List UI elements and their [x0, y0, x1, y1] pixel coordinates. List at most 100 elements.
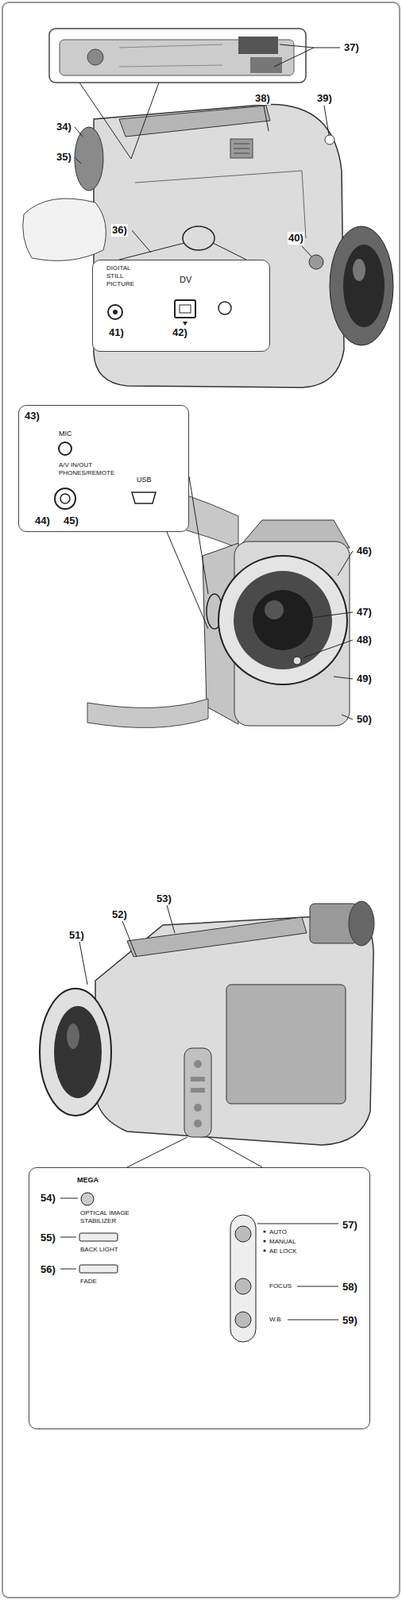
button-symbols-part — [257, 1224, 339, 1321]
terminal-symbols-part — [60, 494, 70, 504]
camcorder-rear-view-part — [329, 226, 394, 346]
callout-number: 42) — [172, 326, 188, 340]
camcorder-side-view-part — [66, 1024, 80, 1050]
callout-number: 50) — [355, 713, 373, 727]
camcorder-front-view-part — [252, 590, 314, 651]
camcorder-side-view-part — [226, 985, 346, 1105]
callout-number: 59) — [342, 1314, 358, 1328]
camcorder-rear-view-part — [79, 82, 159, 159]
camcorder-rear-view-part — [74, 105, 329, 257]
button-symbols-part — [79, 1233, 118, 1242]
button-label: FOCUS — [269, 1283, 292, 1292]
button-label: OPTICAL IMAGE STABILIZER — [80, 1209, 136, 1226]
camcorder-side-view-part — [348, 901, 375, 947]
camcorder-side-view-part — [127, 917, 307, 958]
camcorder-side-view-part — [184, 1048, 212, 1138]
camcorder-rear-view-part — [119, 105, 271, 137]
terminal-symbols-part — [112, 309, 118, 315]
terminal-symbols-part — [54, 488, 76, 510]
button-symbols-part — [235, 1312, 252, 1329]
callout-number: 54) — [40, 1192, 56, 1206]
terminal-symbols-part — [218, 301, 232, 315]
button-label: FADE — [80, 1278, 97, 1287]
port-label: MIC — [58, 429, 73, 439]
camcorder-rear-view-part — [233, 143, 250, 154]
button-symbols-part — [79, 1265, 118, 1274]
camcorder-rear-view-part — [230, 139, 253, 159]
camcorder-rear-view-part — [182, 226, 215, 251]
inset-grounds-part — [18, 405, 190, 533]
top-detail-inset-part — [274, 44, 341, 67]
button-label: BACK LIGHT — [80, 1246, 119, 1255]
camcorder-side-view-part — [54, 1006, 102, 1099]
callout-number: 39) — [316, 92, 333, 105]
button-symbols-part — [60, 1198, 78, 1270]
button-symbols-part — [262, 1249, 266, 1253]
button-symbols-part — [262, 1240, 266, 1243]
terminal-symbols-part — [108, 305, 123, 320]
port-label: USB — [136, 475, 152, 485]
inset-box: MEGA 54) OPTICAL IMAGE STABILIZER 55) BACK L… — [28, 1167, 371, 1431]
callout-number: 52) — [111, 908, 128, 922]
top-detail-inset-part — [87, 49, 104, 66]
callout-number: 58) — [342, 1281, 358, 1295]
switch-label: AE LOCK — [269, 1248, 298, 1257]
button-symbols-part — [230, 1215, 256, 1343]
callout-number: 48) — [355, 633, 373, 647]
callout-number: 35) — [55, 150, 73, 164]
camcorder-front-view-part — [293, 657, 302, 665]
camcorder-rear-view-part — [23, 198, 107, 261]
switch-label: AUTO — [269, 1229, 287, 1237]
port-label: A/V IN/OUT PHONES/REMOTE — [58, 461, 123, 478]
terminal-symbols-part — [58, 442, 72, 456]
callout-number: 45) — [63, 514, 79, 528]
button-symbols — [60, 1193, 339, 1343]
callout-number: 37) — [343, 41, 360, 55]
camcorder-side-view-part — [193, 1104, 202, 1113]
camcorder-side-view-part — [79, 905, 175, 986]
camcorder-side-view-part — [193, 1060, 202, 1069]
camcorder-rear-view-part — [343, 244, 385, 328]
top-detail-inset-part — [238, 36, 279, 55]
camcorder-side-view-part — [190, 1077, 205, 1083]
terminal-symbols-part — [131, 492, 156, 504]
callout-number: 43) — [24, 409, 40, 423]
callout-number: 56) — [40, 1263, 56, 1277]
callout-number: 40) — [287, 231, 305, 245]
camcorder-side-view-part — [95, 915, 374, 1146]
callout-number: 41) — [108, 326, 124, 340]
camcorder-front-view-part — [264, 600, 284, 620]
camcorder-front-view-part — [87, 699, 209, 728]
button-symbols-part — [235, 1279, 252, 1295]
camcorder-rear-view-part — [309, 255, 324, 270]
inset-grounds-part — [28, 1167, 371, 1431]
camcorder-front-view-part — [218, 556, 348, 685]
top-detail-inset — [49, 28, 341, 83]
callout-number: 55) — [40, 1232, 56, 1245]
terminal-symbols-part — [182, 321, 188, 326]
camcorder-front-view-part — [303, 551, 353, 720]
callout-number: 47) — [355, 606, 373, 619]
camcorder-rear-view-part — [352, 258, 366, 282]
camcorder-side-view-part — [193, 1120, 202, 1129]
terminal-symbols-part — [174, 300, 196, 318]
logo-text: MEGA — [77, 1176, 99, 1186]
camcorder-rear-view — [23, 82, 394, 388]
inset-box: 43)MICA/V IN/OUT PHONES/REMOTEUSB44)45) — [18, 405, 190, 533]
button-symbols-part — [235, 1226, 252, 1243]
camcorder-rear-view-part — [135, 170, 306, 239]
terminal-symbols-part — [179, 305, 191, 314]
callout-number: 34) — [55, 120, 73, 134]
camcorder-front-view-part — [233, 571, 333, 670]
button-label: W.B — [269, 1316, 282, 1325]
callout-number: 36) — [111, 224, 128, 237]
port-label: DIGITAL STILL PICTURE — [106, 264, 139, 289]
camcorder-side-view-part — [190, 1088, 205, 1094]
top-detail-inset-part — [49, 28, 306, 83]
top-detail-inset-part — [119, 44, 223, 67]
button-symbols-part — [81, 1193, 94, 1206]
